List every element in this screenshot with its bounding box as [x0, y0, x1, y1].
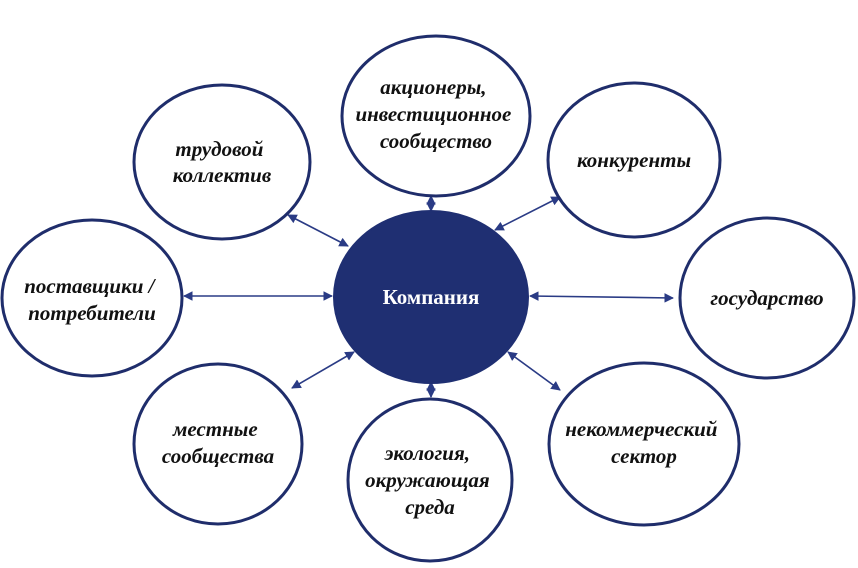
connectors — [183, 195, 674, 398]
node-local-ellipse — [132, 362, 304, 526]
node-ecology-ellipse — [346, 397, 514, 563]
node-local: местные сообщества — [132, 362, 304, 526]
node-competitors-ellipse — [546, 81, 722, 239]
connector-local — [291, 351, 355, 389]
connector-nonprofit — [507, 351, 561, 391]
node-suppliers-label: поставщики / потребители — [24, 274, 160, 325]
node-nonprofit: некоммерческий сектор — [547, 361, 741, 527]
node-state-ellipse — [678, 216, 856, 380]
connector-labor — [287, 214, 349, 247]
node-shareholders-label: акционеры, инвестиционное сообщество — [355, 75, 516, 153]
node-labor-label: трудовой коллектив — [173, 137, 272, 187]
center-node-label: Компания — [383, 285, 480, 309]
node-ecology: экология, окружающая среда — [346, 397, 514, 563]
node-ecology-label: экология, окружающая среда — [365, 441, 495, 519]
node-competitors: конкуренты — [546, 81, 722, 239]
node-suppliers: поставщики / потребители — [0, 218, 184, 378]
node-labor: трудовой коллектив — [132, 83, 312, 241]
node-state: государство — [678, 216, 856, 380]
center-node-ellipse — [333, 210, 529, 384]
node-labor-ellipse — [132, 83, 312, 241]
connector-competitors — [494, 196, 561, 231]
node-nonprofit-ellipse — [547, 361, 741, 527]
connector-state — [529, 291, 674, 303]
node-state-label: государство — [710, 286, 823, 310]
node-nonprofit-label: некоммерческий сектор — [565, 417, 722, 468]
node-shareholders-ellipse — [340, 34, 532, 198]
node-suppliers-ellipse — [0, 218, 184, 378]
center-node-company: Компания — [333, 210, 529, 384]
node-shareholders: акционеры, инвестиционное сообщество — [340, 34, 532, 198]
node-competitors-label: конкуренты — [577, 148, 691, 172]
node-local-label: местные сообщества — [162, 417, 274, 468]
